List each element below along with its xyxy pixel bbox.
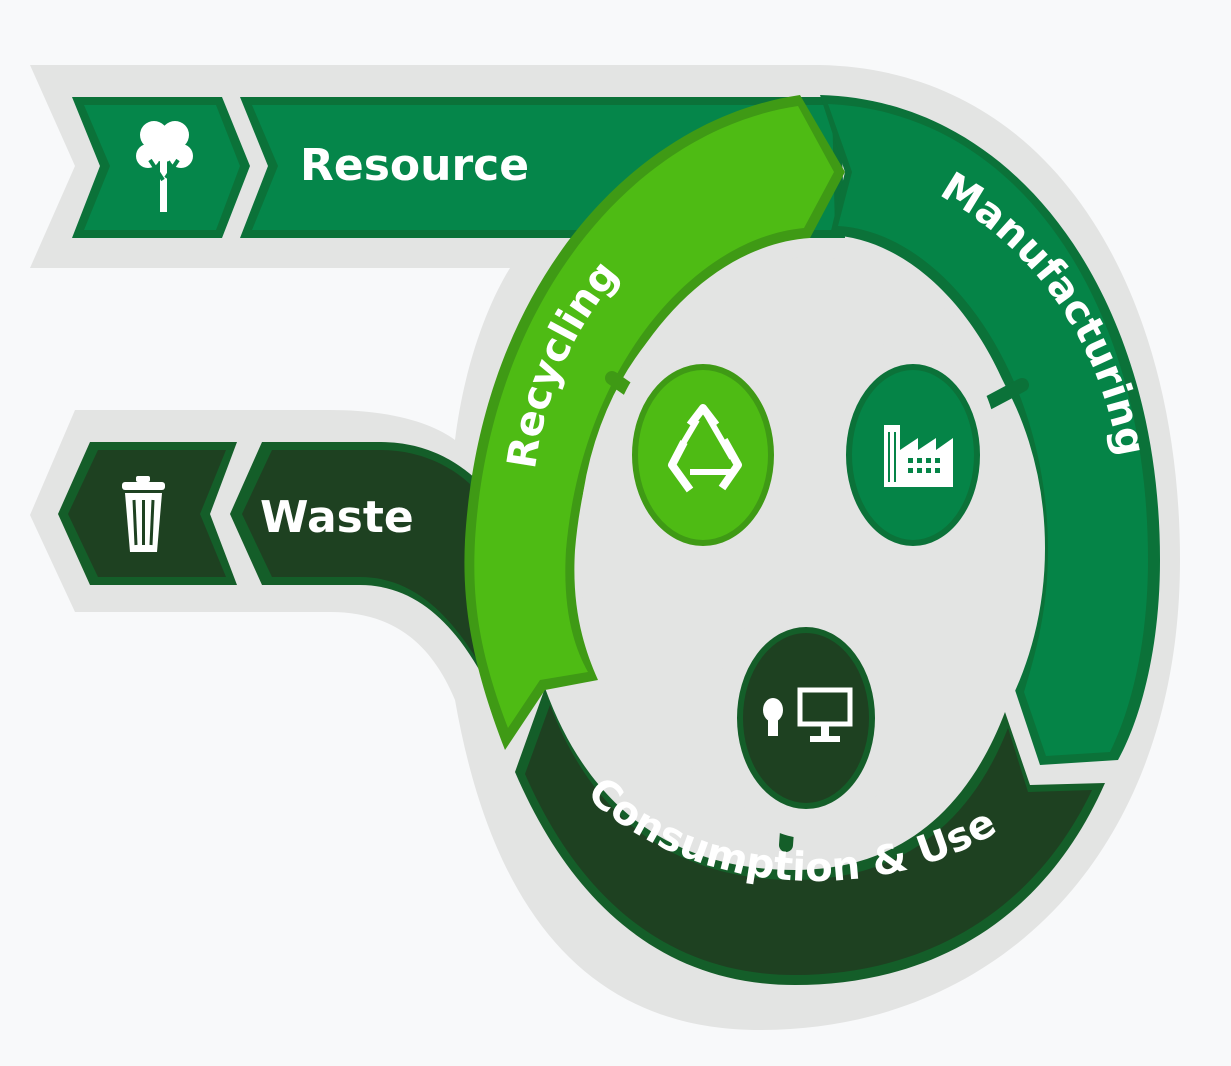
- waste-label: Waste: [260, 492, 414, 543]
- factory-icon: [884, 425, 953, 487]
- resource-label: Resource: [300, 140, 529, 191]
- trash-can-icon: [122, 476, 165, 552]
- manufacturing-band: [820, 95, 1160, 765]
- consumption-node: [737, 627, 875, 809]
- consumption-band: [515, 688, 1105, 985]
- recycling-band: [464, 95, 845, 750]
- outer-outline: [30, 65, 1180, 1030]
- recycle-icon: [668, 404, 742, 493]
- recycling-node: [632, 364, 774, 546]
- tree-icon: [136, 121, 193, 212]
- waste-band: [58, 442, 490, 690]
- lightbulb-monitor-icon: [763, 687, 853, 742]
